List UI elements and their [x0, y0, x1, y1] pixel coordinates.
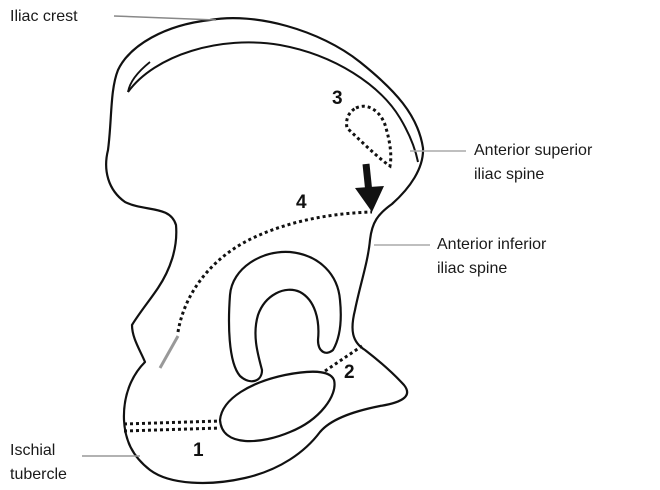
dotted-line-1b [124, 428, 220, 431]
marker-2: 2 [344, 362, 355, 384]
down-arrow-icon [355, 164, 384, 212]
label-asis-line2: iliac spine [474, 164, 544, 186]
marker-3: 3 [332, 88, 343, 110]
marker-1: 1 [193, 440, 204, 462]
label-ischial-line1: Ischial [10, 440, 55, 462]
label-ischial-line2: tubercle [10, 464, 67, 486]
oval-fossa [220, 372, 335, 441]
dotted-curve-3 [347, 106, 391, 166]
leader-iliac-crest [114, 16, 216, 20]
marker-4: 4 [296, 192, 307, 214]
hip-bone-outline [106, 18, 423, 483]
label-iliac-crest: Iliac crest [10, 6, 78, 28]
grey-segment [160, 336, 178, 368]
dotted-line-1a [124, 421, 220, 424]
label-aiis-line1: Anterior inferior [437, 234, 546, 256]
obturator-foramen [229, 252, 341, 381]
dotted-curve-4 [178, 212, 372, 332]
label-asis-line1: Anterior superior [474, 140, 592, 162]
label-aiis-line2: iliac spine [437, 258, 507, 280]
iliac-crest-inner-line [128, 42, 418, 162]
